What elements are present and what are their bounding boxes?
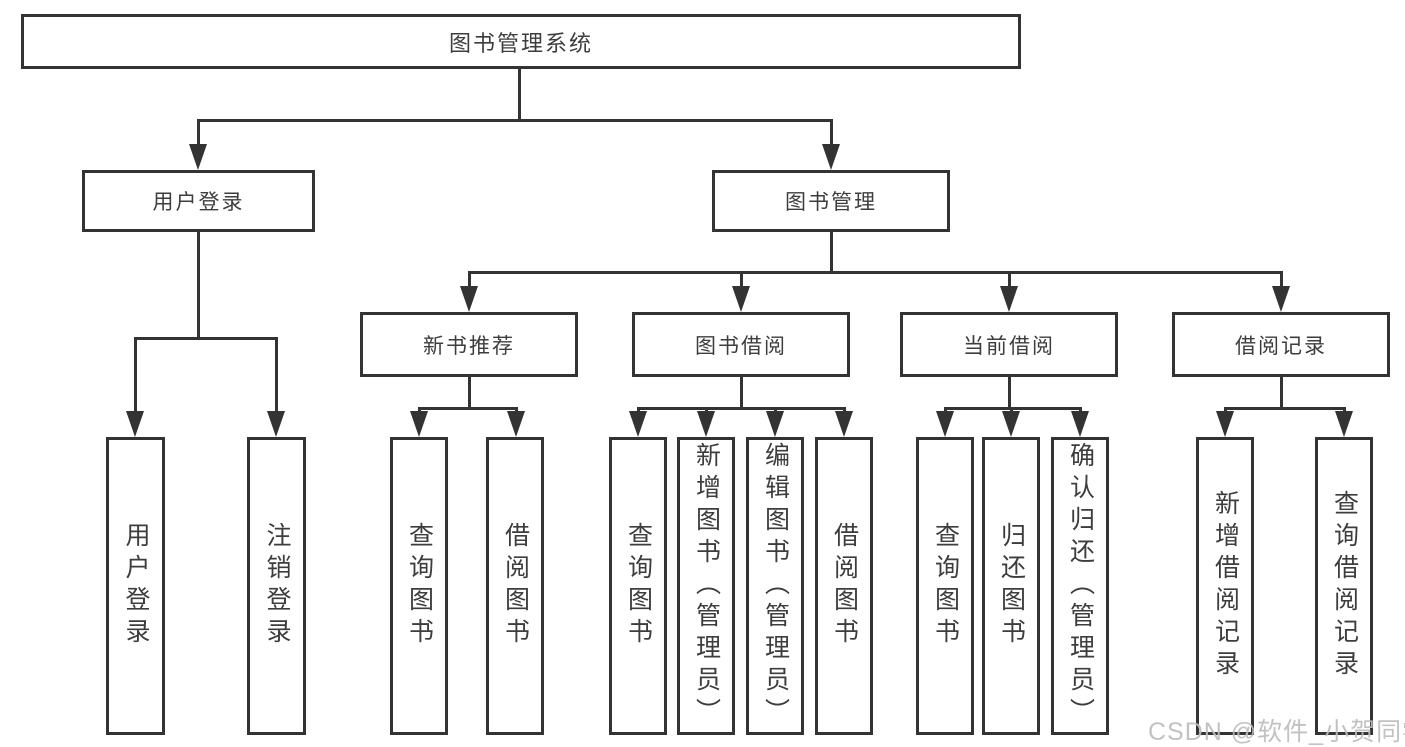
arrow-down-icon [1272,286,1290,312]
arrow-down-icon [507,411,525,437]
node-rec-query-books: 查询图书 [390,437,448,735]
arrow-down-icon [460,286,478,312]
connector-line-horizontal [468,271,1283,274]
node-br-query-record: 查询借阅记录 [1315,437,1373,735]
arrow-down-icon [1002,411,1020,437]
node-leaf-logout: 注销登录 [247,437,306,735]
connector-line-vertical [197,232,200,338]
node-cb-return-books: 归还图书 [982,437,1040,735]
connector-line-horizontal [197,119,833,122]
node-bb-add-books: 新增图书（管理员） [677,437,735,735]
node-borrow-records: 借阅记录 [1172,312,1390,377]
node-rec-borrow-books: 借阅图书 [486,437,544,735]
node-cb-confirm-return: 确认归还（管理员） [1051,437,1109,735]
connector-line-horizontal [637,407,846,410]
connector-line-vertical [1280,377,1283,408]
connector-line-horizontal [944,407,1082,410]
arrow-down-icon [1071,411,1089,437]
node-user-login: 用户登录 [82,170,315,232]
arrow-down-icon [835,411,853,437]
connector-line-vertical [830,232,833,272]
watermark: CSDN @软件_小贺同学 [1148,718,1405,746]
arrow-down-icon [189,144,207,170]
connector-line-vertical [468,377,471,408]
node-book-borrow: 图书借阅 [632,312,850,377]
connector-line-vertical [468,272,471,290]
connector-line-vertical [740,272,743,290]
arrow-down-icon [822,144,840,170]
node-leaf-user-login: 用户登录 [106,437,165,735]
node-root: 图书管理系统 [21,14,1021,69]
connector-line-vertical [275,338,278,414]
arrow-down-icon [1335,411,1353,437]
arrow-down-icon [126,411,144,437]
connector-line-vertical [197,120,200,148]
node-bb-query-books: 查询图书 [609,437,667,735]
arrow-down-icon [410,411,428,437]
connector-line-vertical [740,377,743,408]
node-cb-query-books: 查询图书 [916,437,974,735]
arrow-down-icon [732,286,750,312]
connector-line-vertical [1008,272,1011,290]
node-bb-edit-books: 编辑图书（管理员） [746,437,804,735]
connector-line-horizontal [418,407,518,410]
arrow-down-icon [936,411,954,437]
arrow-down-icon [766,411,784,437]
node-br-add-record: 新增借阅记录 [1196,437,1254,735]
arrow-down-icon [1000,286,1018,312]
connector-line-vertical [134,338,137,414]
connector-line-horizontal [134,337,278,340]
connector-line-vertical [518,69,521,120]
connector-line-vertical [1008,377,1011,408]
arrow-down-icon [697,411,715,437]
arrow-down-icon [629,411,647,437]
arrow-down-icon [1216,411,1234,437]
node-book-mgmt: 图书管理 [712,170,950,232]
node-new-book-rec: 新书推荐 [360,312,578,377]
connector-line-horizontal [1224,407,1346,410]
node-bb-borrow-books: 借阅图书 [815,437,873,735]
connector-line-vertical [1280,272,1283,290]
arrow-down-icon [267,411,285,437]
node-current-borrow: 当前借阅 [900,312,1118,377]
connector-line-vertical [830,120,833,148]
